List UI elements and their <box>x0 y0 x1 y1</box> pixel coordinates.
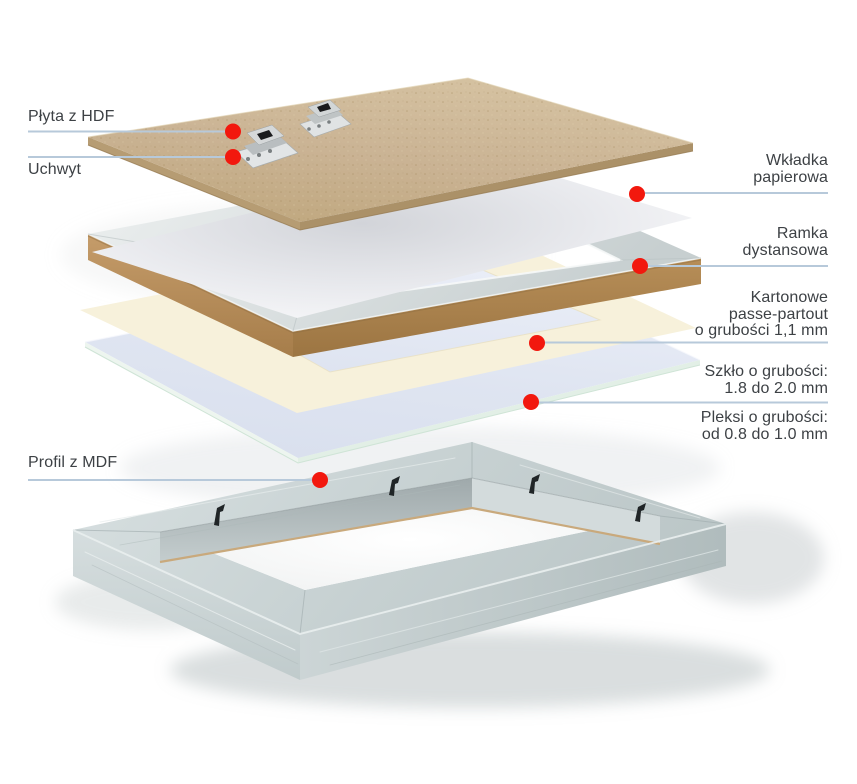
marker-dot-kartonowe <box>529 335 545 351</box>
callout-label: dystansowa <box>742 241 828 259</box>
callout-uchwyt: Uchwyt <box>28 161 82 179</box>
marker-dot-profil <box>312 472 328 488</box>
marker-dot-ramka <box>632 258 648 274</box>
callout-label: o grubości 1,1 mm <box>694 322 828 339</box>
hanger-clip <box>299 99 352 138</box>
mdf-profile-frame <box>72 442 727 680</box>
frame-clip-icon <box>635 503 646 522</box>
callout-wkladka-papierowa: Wkładka papierowa <box>753 152 828 186</box>
frame-mitre-lines <box>72 442 727 635</box>
frame-front-right-face <box>300 524 726 680</box>
frame-flexi-clips <box>214 474 646 526</box>
callout-label: Ramka <box>776 225 828 242</box>
marker-dot-uchwyt <box>225 149 241 165</box>
callout-kartonowe-passe-partout: Kartonowe passe-partout o grubości 1,1 m… <box>694 289 828 340</box>
callout-label: Płyta z HDF <box>28 108 115 125</box>
callout-plyta-z-hdf: Płyta z HDF <box>28 108 115 126</box>
callout-profil-z-mdf: Profil z MDF <box>28 454 118 472</box>
frame-inner-wall-right <box>472 478 660 544</box>
callout-label: passe-partout <box>728 305 828 323</box>
frame-inner-wall-left <box>160 478 472 562</box>
hdf-front-edge <box>300 143 693 230</box>
callout-label: Pleksi o grubości: <box>700 409 828 426</box>
callout-label: papierowa <box>753 168 828 186</box>
callout-label: 1.8 do 2.0 mm <box>724 379 828 397</box>
callout-ramka-dystansowa: Ramka dystansowa <box>742 225 829 259</box>
frame-rabbet-line <box>159 506 661 564</box>
frame-front-left-face <box>73 530 300 680</box>
leader-lines <box>28 130 828 481</box>
marker-dot-plyta <box>225 123 241 140</box>
frame-clip-icon <box>529 474 540 494</box>
marker-dots <box>225 123 648 488</box>
callout-label: Wkładka <box>765 152 828 169</box>
paper-insert-sheet <box>92 155 692 318</box>
frame-outer-edge-highlight <box>72 523 727 636</box>
callout-pleksi: Pleksi o grubości: od 0.8 do 1.0 mm <box>700 409 828 443</box>
callout-label: Uchwyt <box>28 161 82 178</box>
callout-label: Kartonowe <box>750 289 828 306</box>
callout-label: Szkło o grubości: <box>704 363 828 380</box>
callout-label: od 0.8 do 1.0 mm <box>701 425 828 443</box>
frame-top-face <box>73 442 726 634</box>
hdf-left-edge <box>88 137 300 230</box>
brushed-texture <box>84 457 723 666</box>
spacer-right-face <box>293 258 701 357</box>
callout-label: Profil z MDF <box>28 454 118 471</box>
frame-clip-icon <box>389 476 400 496</box>
marker-dot-wkladka <box>629 186 645 202</box>
hanger-clip <box>235 124 299 169</box>
marker-dot-szklo <box>523 394 539 410</box>
frame-clip-icon <box>214 504 225 526</box>
callout-szklo: Szkło o grubości: 1.8 do 2.0 mm <box>704 363 828 397</box>
hdf-board <box>87 77 694 231</box>
